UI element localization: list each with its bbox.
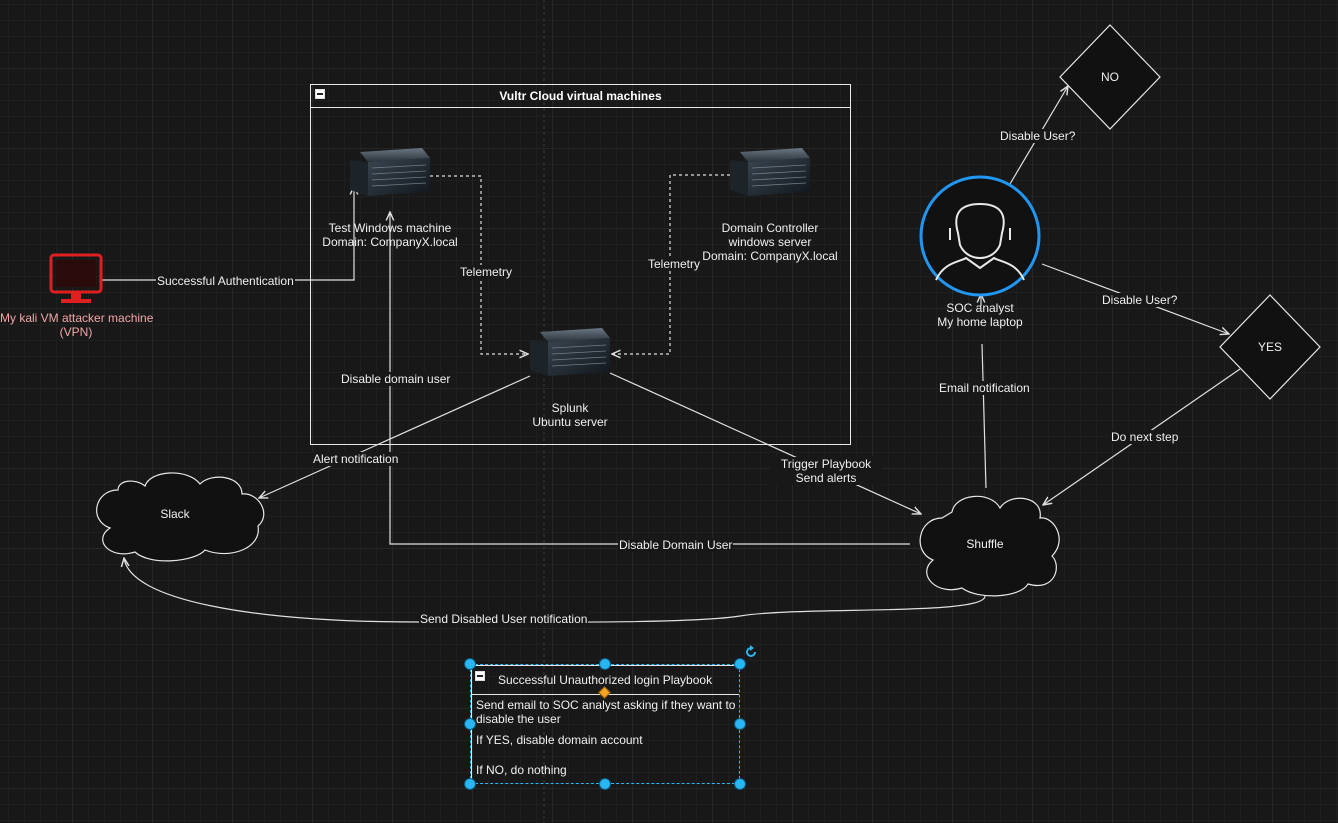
edge-label-do-next-step: Do next step xyxy=(1110,430,1180,444)
edge-label-disable-domain-user: Disable domain user xyxy=(340,372,452,386)
resize-handle-bottom-left[interactable] xyxy=(464,778,476,790)
edge-telemetry-right xyxy=(612,174,730,354)
edge-label-disable-user-no: Disable User? xyxy=(999,129,1077,143)
soc-analyst-label: SOC analyst My home laptop xyxy=(937,301,1023,329)
windows-server-icon xyxy=(350,148,430,196)
attacker-label: My kali VM attacker machine (VPN) xyxy=(0,311,154,339)
vultr-cloud-group[interactable]: Vultr Cloud virtual machines xyxy=(310,84,851,445)
edge-label-telemetry-right: Telemetry xyxy=(647,257,702,271)
edge-label-successful-authentication: Successful Authentication xyxy=(156,274,295,288)
slack-cloud xyxy=(96,472,265,562)
yes-decision-diamond xyxy=(1219,294,1321,400)
edge-label-telemetry-left: Telemetry xyxy=(459,265,514,279)
playbook-collapse-icon[interactable] xyxy=(475,671,485,681)
group-title: Vultr Cloud virtual machines xyxy=(499,89,662,103)
windows-machine-label: Test Windows machine Domain: CompanyX.lo… xyxy=(322,221,458,249)
edge-label-email-notification: Email notification xyxy=(938,381,1031,395)
resize-handle-middle-left[interactable] xyxy=(464,718,476,730)
soc-analyst-user-icon xyxy=(919,175,1041,297)
resize-handle-middle-right[interactable] xyxy=(734,718,746,730)
edge-trigger-playbook xyxy=(609,372,921,514)
edge-alert-notification xyxy=(259,375,531,498)
group-header: Vultr Cloud virtual machines xyxy=(311,85,850,108)
resize-handle-top-center[interactable] xyxy=(599,658,611,670)
playbook-title: Successful Unauthorized login Playbook xyxy=(497,673,713,687)
domain-controller-label: Domain Controller windows server Domain:… xyxy=(702,221,838,263)
edge-email-notification xyxy=(981,343,987,489)
resize-handle-top-right[interactable] xyxy=(734,658,746,670)
shuffle-cloud xyxy=(919,495,1060,597)
playbook-step-2: If YES, disable domain account xyxy=(476,733,643,747)
attacker-monitor-icon xyxy=(49,253,103,303)
playbook-container[interactable]: Successful Unauthorized login Playbook S… xyxy=(470,664,740,784)
resize-handle-top-left[interactable] xyxy=(464,658,476,670)
collapse-icon[interactable] xyxy=(315,89,325,99)
splunk-server-icon xyxy=(530,328,610,376)
playbook-step-3: If NO, do nothing xyxy=(476,763,567,777)
resize-handle-bottom-right[interactable] xyxy=(734,778,746,790)
edge-label-disable-domain-user-bottom: Disable Domain User xyxy=(618,538,734,552)
slack-label: Slack xyxy=(160,507,190,521)
resize-handle-bottom-center[interactable] xyxy=(599,778,611,790)
domain-controller-server-icon xyxy=(730,148,810,196)
edge-disable-domain-user xyxy=(390,212,910,545)
edge-label-alert-notification: Alert notification xyxy=(312,452,400,466)
no-decision-diamond xyxy=(1059,24,1161,130)
splunk-label: Splunk Ubuntu server xyxy=(532,401,608,429)
rotate-icon[interactable] xyxy=(744,645,758,659)
playbook-step-1: Send email to SOC analyst asking if they… xyxy=(476,698,736,726)
edge-label-disable-user-yes: Disable User? xyxy=(1101,293,1179,307)
edge-label-trigger-playbook: Trigger Playbook Send alerts xyxy=(770,457,882,485)
edge-label-send-disabled-notification: Send Disabled User notification xyxy=(419,612,589,626)
no-label: NO xyxy=(1101,70,1119,84)
shuffle-label: Shuffle xyxy=(966,537,1004,551)
yes-label: YES xyxy=(1257,340,1282,354)
